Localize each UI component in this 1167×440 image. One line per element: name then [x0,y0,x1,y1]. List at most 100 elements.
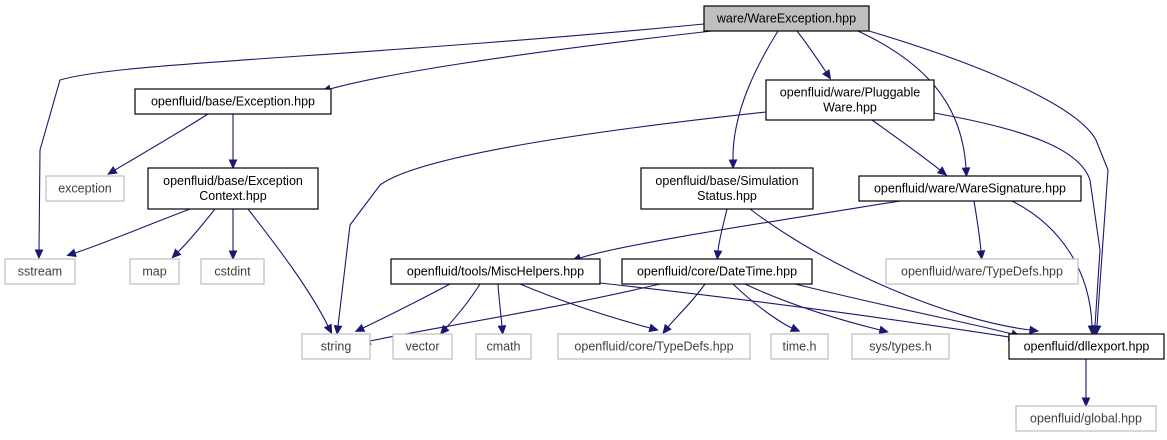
edge-pluggableware-to-string [333,111,767,336]
edge-datetime-to-systypes [744,283,889,335]
node-label: map [142,265,166,279]
arrowhead-icon [228,250,238,261]
node-label: cmath [486,340,520,354]
node-label: openfluid/base/Simulation [655,174,798,188]
edge-waresignature-to-dllexport [1011,200,1097,336]
node-ware-typedefs: openfluid/ware/TypeDefs.hpp [885,258,1079,285]
edge-line [329,30,713,90]
node-box [147,167,319,210]
edge-line [177,208,216,253]
arrowhead-icon [936,166,948,176]
edge-line [868,30,1109,327]
arrowhead-icon [822,69,832,80]
edge-line [732,283,793,329]
arrowhead-icon [648,323,659,333]
node-systypes: sys/types.h [851,333,950,360]
node-box [770,333,829,360]
edge-line [794,283,1013,335]
node-box [301,333,371,360]
arrowhead-icon [1028,325,1040,335]
node-label: cstdint [214,265,251,279]
arrowhead-icon [34,249,44,260]
node-datetime[interactable]: openfluid/core/DateTime.hpp [621,258,813,285]
node-label: openfluid/dllexport.hpp [1024,340,1150,354]
node-cstdint: cstdint [200,258,265,285]
node-base-exception[interactable]: openfluid/base/Exception.hpp [134,88,332,115]
node-dllexport[interactable]: openfluid/dllexport.hpp [1008,333,1165,360]
edge-line [1011,200,1093,327]
node-box [390,258,601,285]
edge-line [579,200,901,259]
node-label: openfluid/global.hpp [1030,412,1142,426]
edge-line [732,30,779,161]
edge-wareexception-to-simulationstatus [728,30,779,170]
arrowhead-icon [228,159,238,170]
edge-exceptioncontext-to-map [171,208,216,259]
arrowhead-icon [728,159,738,170]
node-label: string [321,340,352,354]
edge-line [871,119,941,171]
edge-line [369,283,661,342]
arrowhead-icon [976,250,986,261]
node-box [475,333,532,360]
node-core-typedefs: openfluid/core/TypeDefs.hpp [557,333,751,360]
edge-exceptioncontext-to-cstdint [228,209,238,261]
node-label: Context.hpp [199,189,266,203]
arrowhead-icon [1087,325,1097,336]
node-mischelpers[interactable]: openfluid/tools/MiscHelpers.hpp [390,258,601,285]
node-label: sys/types.h [869,340,932,354]
node-sstream: sstream [4,258,76,285]
arrowhead-icon [107,165,118,175]
edge-line [744,283,881,331]
node-box [134,88,332,115]
node-box [621,258,813,285]
node-global: openfluid/global.hpp [1015,405,1157,432]
edge-mischelpers-to-core-typedefs [519,283,659,333]
arrowhead-icon [333,324,343,336]
edge-wareexception-to-pluggableware [796,30,832,80]
edge-exceptioncontext-to-sstream [66,208,191,258]
edge-line [74,208,191,254]
edge-line [667,283,706,328]
arrowhead-icon [961,167,971,178]
edge-dllexport-to-global [1081,358,1091,408]
edge-mischelpers-to-string [354,283,451,332]
edge-pluggableware-to-waresignature [871,119,948,176]
arrowhead-icon [66,248,77,258]
arrowhead-icon [497,325,507,336]
edge-line [38,23,705,251]
node-time: time.h [770,333,829,360]
node-wareexception[interactable]: ware/WareException.hpp [703,5,870,32]
edge-line [749,208,1031,331]
arrowhead-icon [354,323,366,332]
node-label: ware/WareException.hpp [716,12,856,26]
node-waresignature[interactable]: openfluid/ware/WareSignature.hpp [858,175,1082,202]
node-box [851,333,950,360]
edge-waresignature-to-ware-typedefs [973,200,986,261]
edge-line [445,283,481,329]
node-label: vector [405,340,439,354]
edge-mischelpers-to-dllexport [599,282,1019,342]
edge-line [717,208,728,252]
node-box [4,258,76,285]
node-label: sstream [18,265,62,279]
nodes-layer: ware/WareException.hpp openfluid/base/Exc… [4,5,1165,432]
node-box [557,333,751,360]
edge-line [599,282,1010,338]
edge-base-exception-to-exception [107,113,209,175]
node-vector: vector [392,333,453,360]
arrowhead-icon [323,323,333,335]
node-box [858,175,1082,202]
edge-exceptioncontext-to-string [247,208,333,335]
node-label: openfluid/core/DateTime.hpp [637,265,797,279]
edge-simulationstatus-to-datetime [713,208,728,261]
edge-line [933,112,1101,327]
arrowhead-icon [878,325,889,335]
arrowhead-icon [171,248,182,259]
arrowhead-icon [789,323,801,332]
edge-line [362,283,451,329]
